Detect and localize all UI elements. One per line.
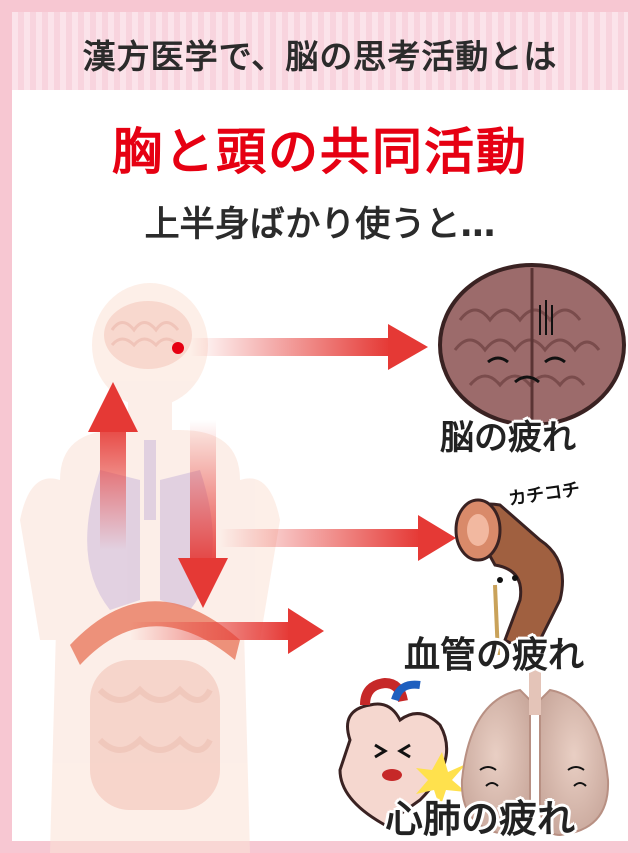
- down-arrow: [178, 420, 228, 608]
- brain-dot: [172, 342, 184, 354]
- brain-fatigue-label: 脳の疲れ: [440, 418, 576, 458]
- headline: 胸と頭の共同活動: [112, 123, 528, 181]
- intestines-faded: [90, 660, 220, 810]
- heart-lung-fatigue-label: 心肺の疲れ: [385, 797, 576, 841]
- arrow-to-brain: [190, 324, 428, 370]
- up-arrow: [88, 382, 138, 550]
- brain-icon: [104, 301, 192, 369]
- tired-lungs-icon: [460, 665, 610, 837]
- arrow-to-heart-lung: [130, 608, 324, 654]
- tired-heart-icon: [338, 677, 449, 827]
- arrow-to-vessel: [220, 515, 456, 561]
- starburst-icon: [416, 752, 466, 808]
- diaphragm: [70, 601, 240, 665]
- header-banner: 漢方医学で、脳の思考活動とは: [12, 12, 628, 90]
- vessel-fatigue-label: 血管の疲れ: [404, 635, 585, 676]
- tired-vessel-icon: [454, 498, 564, 656]
- tired-brain-icon: [438, 263, 626, 427]
- header-title: 漢方医学で、脳の思考活動とは: [82, 37, 558, 76]
- subline: 上半身ばかり使うと…: [144, 205, 496, 245]
